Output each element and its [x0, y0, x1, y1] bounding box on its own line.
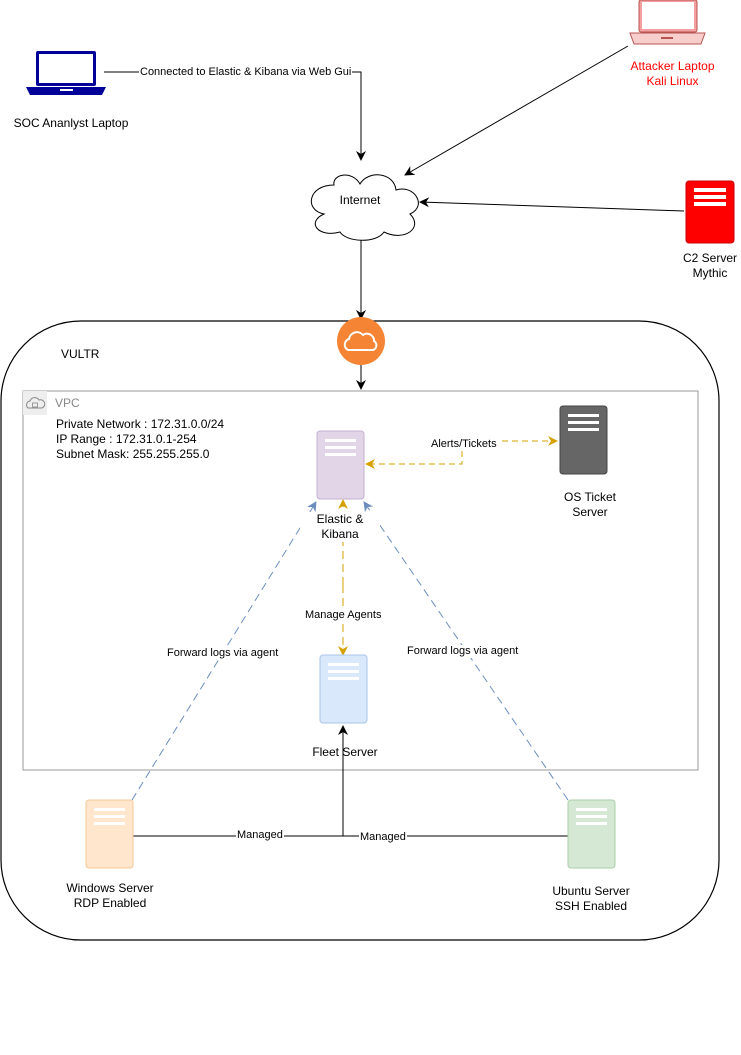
c2-server-label: C2 Server Mythic — [670, 251, 741, 281]
edge-label-managed-right: Managed — [359, 831, 407, 844]
server-icon — [85, 799, 134, 869]
elastic-kibana-label: Elastic & Kibana — [300, 512, 380, 542]
soc-laptop-label: SOC Ananlyst Laptop — [13, 116, 129, 130]
elastic-label-line-1: Elastic & — [316, 512, 364, 526]
windows-label-line-1: Windows Server — [66, 881, 154, 895]
vpc-detail-subnet-mask: Subnet Mask: 255.255.255.0 — [56, 447, 210, 461]
elastic-label-line-2: Kibana — [321, 527, 359, 541]
windows-server-label: Windows Server RDP Enabled — [50, 881, 170, 911]
vpc-detail-private-network: Private Network : 172.31.0.0/24 — [56, 417, 225, 431]
vpc-detail-ip-range: IP Range : 172.31.0.1-254 — [56, 432, 197, 446]
attacker-label-line-1: Attacker Laptop — [630, 59, 715, 73]
os-ticket-label-line-2: Server — [572, 505, 608, 519]
c2-label-line-1: C2 Server — [682, 251, 738, 265]
vpc-details: Private Network : 172.31.0.0/24 IP Range… — [56, 417, 224, 462]
edge-label-soc-to-internet: Connected to Elastic & Kibana via Web Gu… — [139, 66, 353, 79]
edge-c2-to-internet — [419, 197, 685, 212]
server-icon — [316, 430, 365, 500]
edge-label-forward-logs-left: Forward logs via agent — [166, 647, 280, 660]
edge-forward-logs-ubuntu — [363, 501, 569, 801]
edge-soc-to-internet — [104, 71, 366, 161]
laptop-icon — [26, 51, 106, 95]
windows-label-line-2: RDP Enabled — [73, 896, 147, 910]
cloud-gateway-icon — [337, 317, 385, 365]
ubuntu-server-label: Ubuntu Server SSH Enabled — [531, 884, 651, 914]
edge-label-manage-agents: Manage Agents — [304, 609, 383, 622]
ubuntu-label-line-2: SSH Enabled — [554, 899, 628, 913]
attacker-laptop-label: Attacker Laptop Kali Linux — [610, 59, 735, 89]
os-ticket-label-line-1: OS Ticket — [563, 490, 616, 504]
edge-label-forward-logs-right: Forward logs via agent — [406, 645, 520, 658]
edge-managed — [133, 725, 568, 837]
server-icon — [319, 654, 368, 724]
laptop-icon — [629, 0, 706, 45]
vpc-container — [22, 390, 699, 771]
os-ticket-label: OS Ticket Server — [550, 490, 630, 520]
c2-label-line-2: Mythic — [692, 266, 728, 280]
ubuntu-label-line-1: Ubuntu Server — [552, 884, 630, 898]
server-icon — [567, 799, 616, 869]
attacker-label-line-2: Kali Linux — [646, 74, 699, 88]
vpc-cloud-lock-icon — [23, 391, 47, 415]
vpc-label: VPC — [55, 396, 80, 410]
edge-label-managed-left: Managed — [236, 829, 284, 842]
cloud-icon — [310, 174, 419, 241]
server-icon — [559, 405, 608, 475]
fleet-server-label: Fleet Server — [312, 745, 378, 759]
edge-attacker-to-internet — [404, 45, 629, 176]
edge-label-alerts-tickets: Alerts/Tickets — [430, 438, 498, 451]
server-icon — [685, 180, 735, 244]
internet-label: Internet — [339, 193, 381, 207]
vultr-label: VULTR — [61, 347, 100, 361]
